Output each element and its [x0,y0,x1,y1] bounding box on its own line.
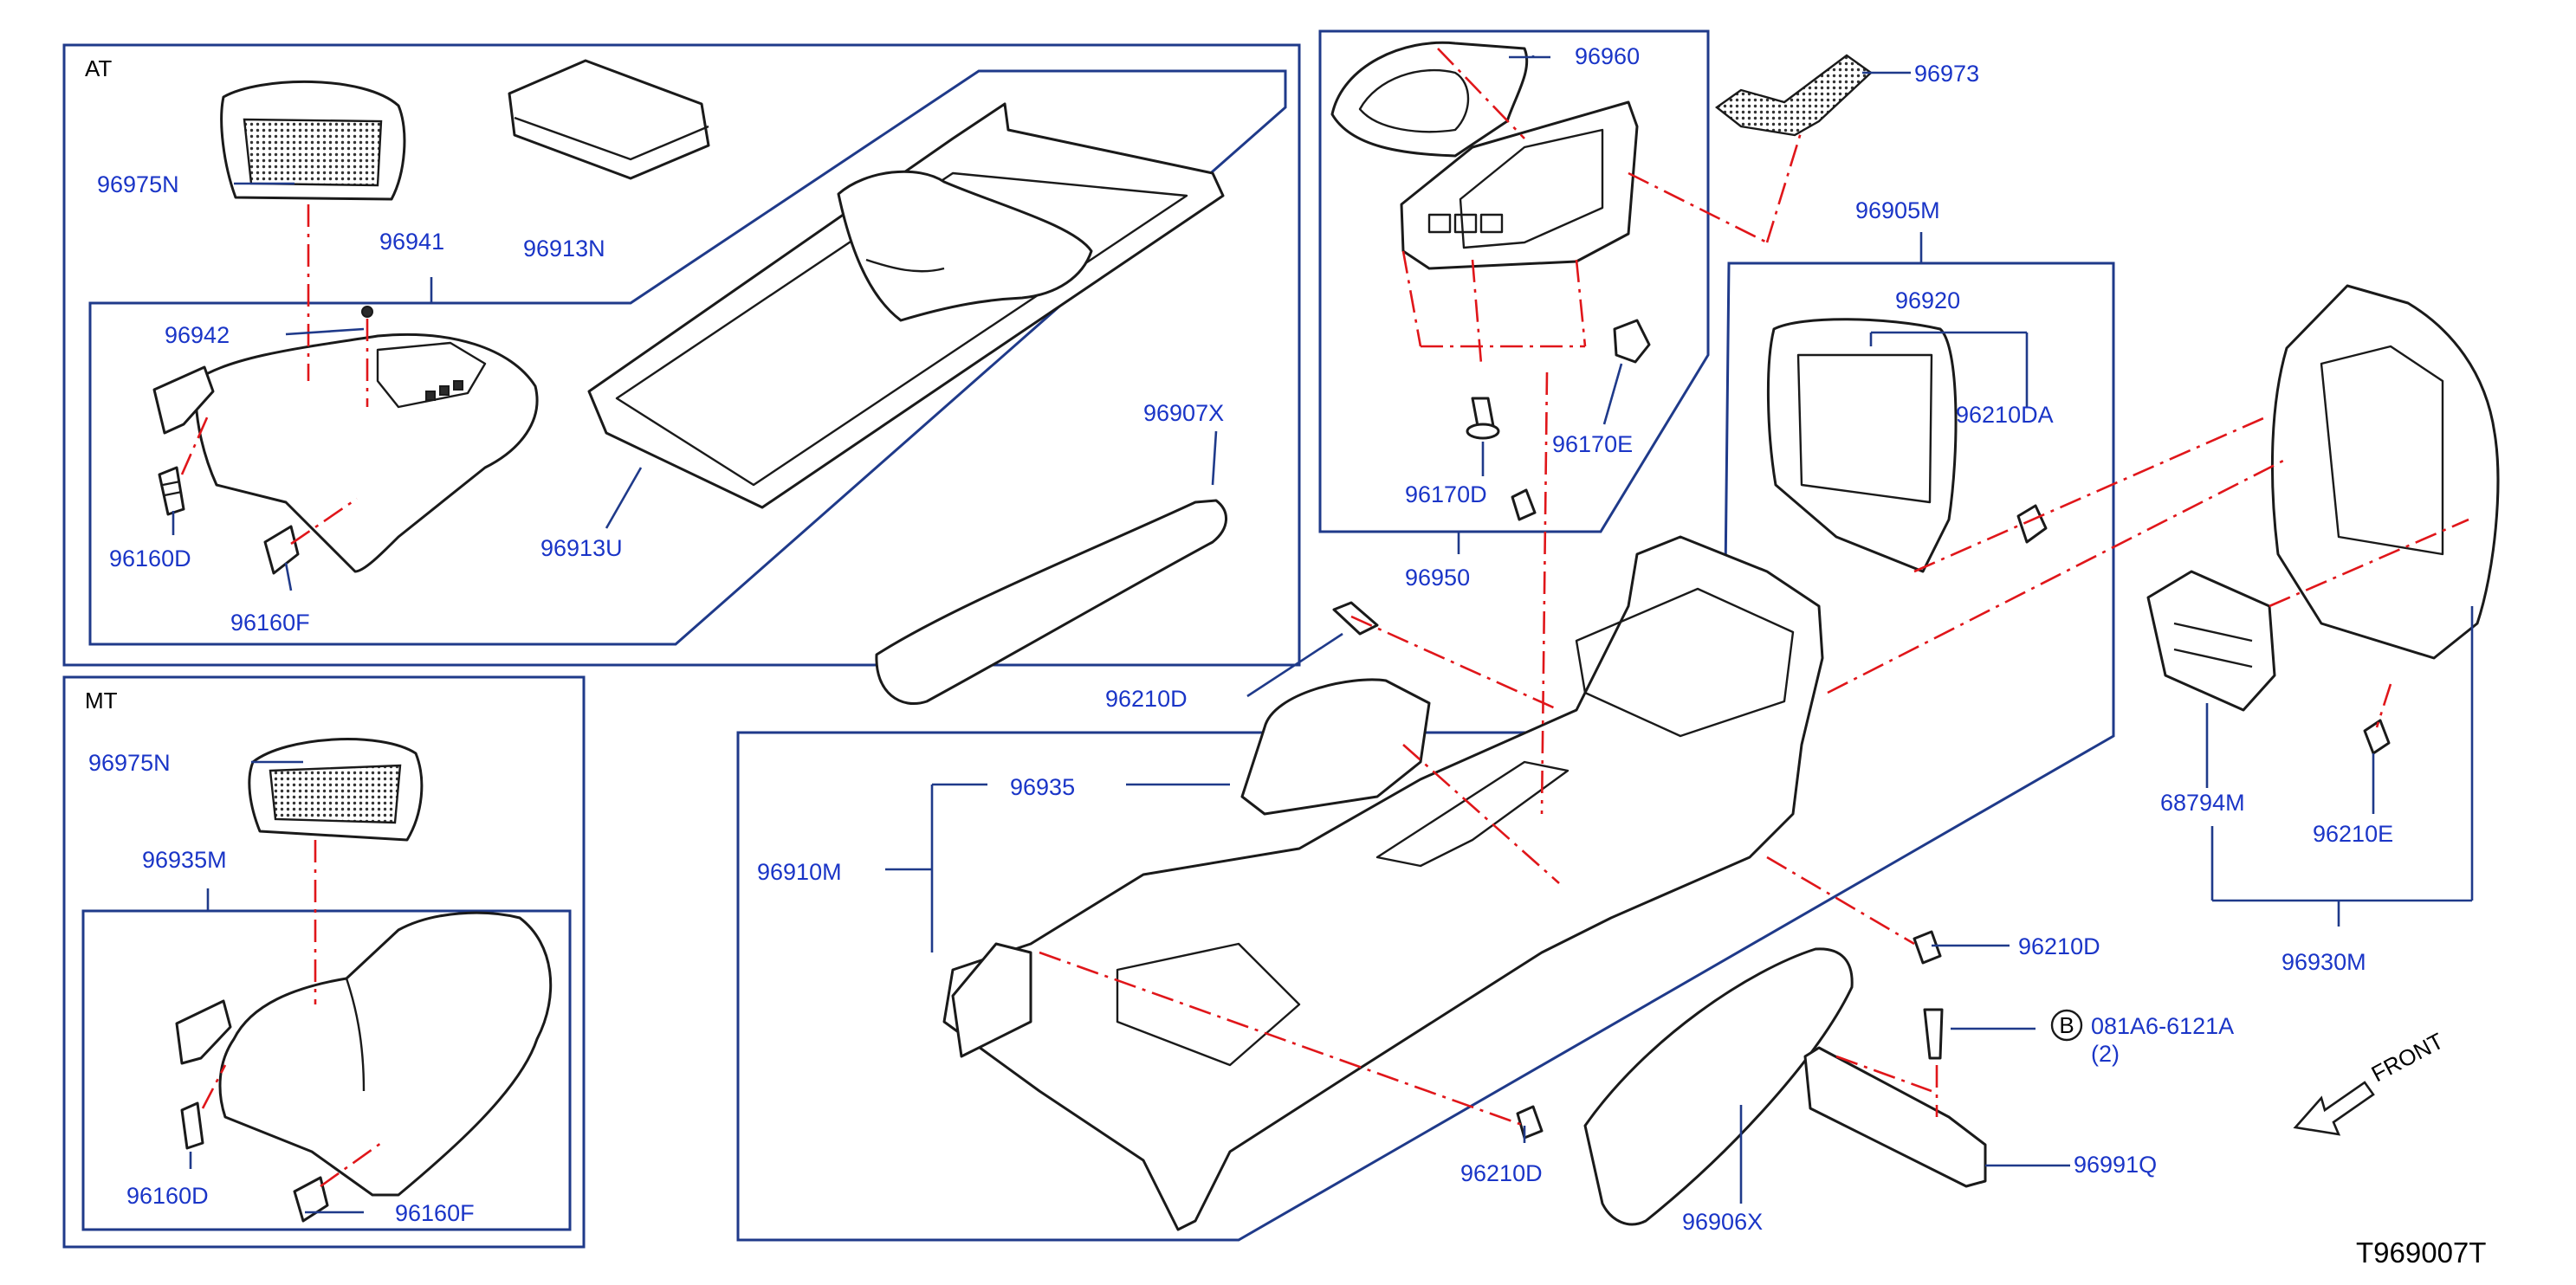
label-081A6-qty: (2) [2091,1041,2120,1067]
label-96942: 96942 [165,322,230,348]
label-96935: 96935 [1010,774,1075,800]
label-96906X: 96906X [1682,1209,1763,1235]
label-96930M: 96930M [2282,949,2366,975]
part-96930M [2270,284,2500,660]
label-96210D-right: 96210D [2018,933,2100,959]
circled-b-icon: B [2050,1009,2083,1042]
part-96941 [194,306,539,573]
part-96935M [218,911,553,1197]
label-96905M: 96905M [1855,197,1940,223]
label-96160F-mt: 96160F [395,1200,475,1226]
part-96935 [1240,678,1431,816]
front-label: FRONT [2367,1028,2448,1088]
label-96210D-bottom: 96210D [1460,1160,1543,1186]
label-96991Q: 96991Q [2074,1152,2157,1178]
mt-section-box [62,675,586,1249]
label-96960: 96960 [1575,43,1640,69]
part-96975N-at [220,80,406,201]
part-96170E [1613,319,1651,364]
part-clip-left-at [152,365,215,435]
part-96910M [942,535,1824,1231]
diagram-id: T969007T [2356,1237,2486,1269]
part-labels: 96975N 96913N 96941 96942 96160D 96160F … [88,43,2393,1235]
label-96975N-mt: 96975N [88,750,171,776]
part-cup-holder [1400,100,1639,270]
section-label-mt: MT [85,688,118,714]
part-96160F-mt [293,1176,329,1223]
label-96160F-at: 96160F [230,610,310,636]
label-96913N: 96913N [523,236,605,262]
label-96935M: 96935M [142,847,227,873]
part-96960 [1330,41,1529,158]
part-96906X [1583,947,1854,1226]
part-96170D [1466,397,1500,440]
part-96160D-at [158,466,185,516]
part-96210DA [2016,504,2048,544]
part-96920 [1766,318,1958,573]
part-96973 [1714,54,1873,137]
label-96975N-at: 96975N [97,171,179,197]
part-96913U [587,102,1225,509]
label-96160D-mt: 96160D [126,1183,209,1209]
front-arrow-icon: FRONT [2293,1028,2448,1136]
section-label-at: AT [85,55,112,81]
part-96210E [2363,719,2391,755]
part-96913N [508,59,710,180]
label-96920: 96920 [1895,287,1960,313]
bolt-marker-letter: B [2059,1012,2074,1038]
label-96913U: 96913U [540,535,623,561]
part-96991Q [1803,1046,1987,1188]
label-68794M: 68794M [2160,790,2245,816]
label-96941: 96941 [379,229,444,255]
part-96160D-mt [180,1101,204,1150]
part-96160F-at [263,525,300,575]
label-96210D-top: 96210D [1105,686,1188,712]
label-96910M: 96910M [757,859,842,885]
96935M-box [81,909,572,1231]
label-96210E: 96210E [2313,821,2393,847]
label-96907X: 96907X [1143,400,1224,426]
label-081A6: 081A6-6121A [2091,1013,2234,1039]
part-68794M [2146,570,2276,712]
part-96907X [875,499,1227,706]
label-96170D: 96170D [1405,481,1487,507]
at-96941-box [88,69,1287,646]
label-96170E: 96170E [1552,431,1633,457]
label-96210DA: 96210DA [1956,402,2054,428]
label-96973: 96973 [1914,61,1979,87]
at-section-box [62,43,1301,667]
leader-lines [172,55,2474,1214]
label-96950: 96950 [1405,565,1470,591]
label-96160D-at: 96160D [109,546,191,571]
assembly-lines [180,48,2469,1188]
part-96975N-mt [248,738,424,842]
part-clip-left-mt [175,999,232,1065]
96950-box [1318,29,1710,533]
